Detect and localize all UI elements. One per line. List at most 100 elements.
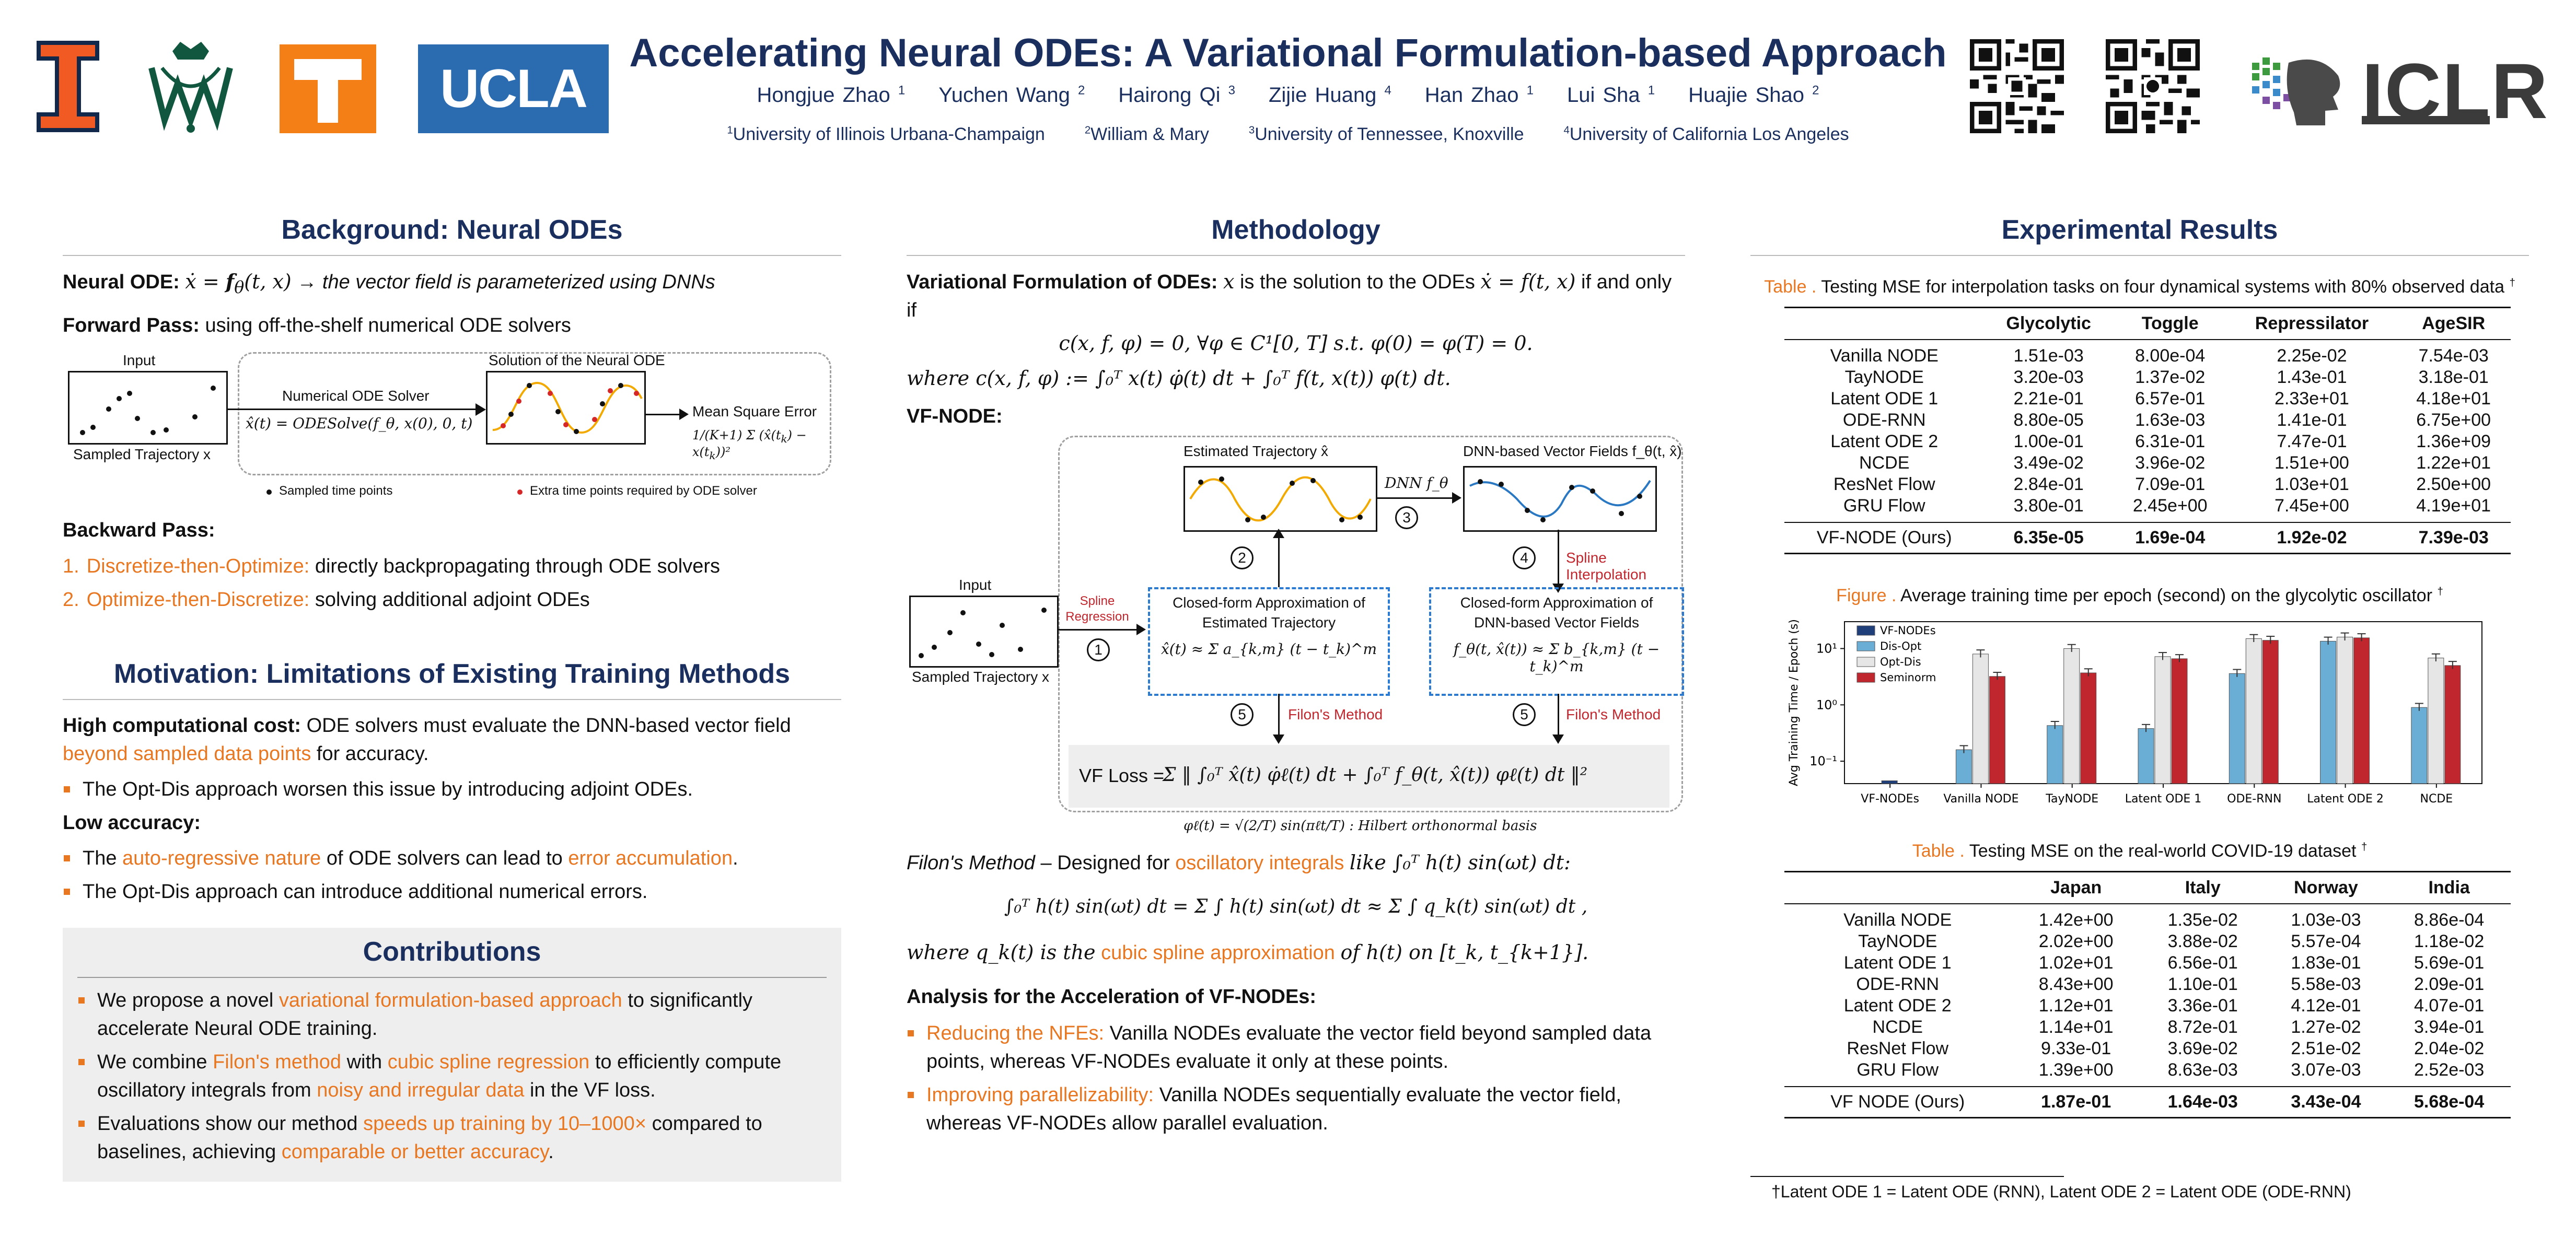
backward-item-2: 2.Optimize-then-Discretize: solving addi… bbox=[63, 588, 590, 611]
table1-caption: Table . Testing MSE for interpolation ta… bbox=[1764, 277, 2515, 297]
affiliation: 4University of California Los Angeles bbox=[1563, 124, 1849, 144]
table-row-label: Vanilla NODE bbox=[1830, 346, 1939, 366]
bar-dis-opt bbox=[2229, 673, 2245, 784]
table-cell: 3.18e-01 bbox=[2418, 367, 2489, 387]
bar-opt-dis bbox=[1972, 654, 1989, 784]
table-cell: 4.07e-01 bbox=[2414, 996, 2485, 1016]
high-cost-paragraph: High computational cost: ODE solvers mus… bbox=[63, 714, 791, 765]
vf-sampled-trajectory-label: Sampled Trajectory x bbox=[912, 669, 1049, 685]
author-name: Lui Sha 1 bbox=[1567, 84, 1655, 107]
bar-opt-dis bbox=[2428, 658, 2444, 784]
figure-caption: Figure . Average training time per epoch… bbox=[1836, 586, 2443, 605]
bar-seminorm bbox=[2444, 665, 2461, 784]
arrow-down-5a bbox=[1278, 694, 1280, 736]
affiliation: 2William & Mary bbox=[1084, 124, 1209, 144]
author-name: Han Zhao 1 bbox=[1424, 84, 1534, 107]
table-row-label: ODE-RNN bbox=[1842, 410, 1926, 430]
table-cell: 3.36e-01 bbox=[2167, 996, 2238, 1016]
table-cell: 4.12e-01 bbox=[2291, 996, 2361, 1016]
affiliation-list: 1University of Illinois Urbana-Champaign… bbox=[0, 124, 2576, 145]
arrow-head-mse bbox=[679, 408, 689, 420]
analysis-item-2: Improving parallelizability: Vanilla NOD… bbox=[907, 1081, 1685, 1137]
illinois-logo bbox=[37, 41, 99, 132]
arrow-spline-regression bbox=[1057, 629, 1138, 631]
table-cell: 1.37e-02 bbox=[2135, 367, 2206, 387]
spline-regression-label: Spline Regression bbox=[1065, 594, 1129, 624]
table-row-label: Latent ODE 2 bbox=[1843, 996, 1952, 1016]
table-cell: 2.04e-02 bbox=[2414, 1039, 2485, 1058]
table-cell: 7.09e-01 bbox=[2135, 474, 2206, 494]
table-cell: 2.33e+01 bbox=[2275, 389, 2349, 409]
mse-equation: 1/(K+1) Σ (x̂(tk) − x(tk))² bbox=[692, 427, 807, 462]
tennessee-logo bbox=[280, 44, 376, 133]
vf-node-label: VF-NODE: bbox=[907, 405, 1003, 427]
arrow-spline-regression-head bbox=[1136, 624, 1146, 635]
contributions-title: Contributions bbox=[363, 936, 541, 967]
table-cell: 6.57e-01 bbox=[2135, 389, 2206, 409]
table-cell: 2.50e+00 bbox=[2416, 474, 2491, 494]
arrow-up-2-head bbox=[1273, 529, 1284, 538]
table-cell: 2.52e-03 bbox=[2414, 1060, 2485, 1080]
dnn-vector-field-label: DNN-based Vector Fields f_θ(t, x̂) bbox=[1463, 443, 1682, 459]
y-tick-label: 10¹ bbox=[1816, 641, 1837, 656]
table-cell: 3.07e-03 bbox=[2291, 1060, 2361, 1080]
motivation-rule bbox=[63, 698, 841, 700]
background-rule bbox=[63, 255, 841, 256]
forward-pass-desc: using off-the-shelf numerical ODE solver… bbox=[205, 314, 571, 336]
table-cell: 1.51e+00 bbox=[2275, 453, 2349, 473]
spline-interpolation-label: Spline Interpolation bbox=[1566, 550, 1647, 582]
filon-label-b: Filon's Method bbox=[1566, 706, 1661, 722]
bar-opt-dis bbox=[2337, 636, 2353, 784]
table-cell: 2.25e-02 bbox=[2277, 346, 2347, 366]
table-cell: 1.00e-01 bbox=[2013, 432, 2084, 451]
methodology-title: Methodology bbox=[1211, 215, 1380, 245]
table-cell: 5.57e-04 bbox=[2291, 931, 2361, 951]
ucla-logo: UCLA bbox=[418, 44, 609, 133]
table-cell: 3.80e-01 bbox=[2013, 496, 2084, 516]
table-cell: 1.69e-04 bbox=[2113, 522, 2227, 554]
table-cell: 1.51e-03 bbox=[2013, 346, 2084, 366]
legend-label: VF-NODEs bbox=[1880, 624, 1936, 637]
footnote: †Latent ODE 1 = Latent ODE (RNN), Latent… bbox=[1771, 1182, 2351, 1201]
contribution-1: We propose a novel variational formulati… bbox=[77, 986, 827, 1043]
table-cell: 6.56e-01 bbox=[2167, 953, 2238, 973]
dnn-vector-field-plot bbox=[1463, 466, 1657, 532]
table-cell: 8.00e-04 bbox=[2135, 346, 2206, 366]
table-cell: 6.31e-01 bbox=[2135, 432, 2206, 451]
arrow-to-mse bbox=[644, 413, 681, 415]
table-column-header: Repressilator bbox=[2227, 307, 2397, 340]
ode-solver-equation: x̂(t) = ODESolve(f_θ, x(0), 0, t) bbox=[246, 414, 473, 432]
forward-pass-line: Forward Pass: using off-the-shelf numeri… bbox=[63, 311, 841, 340]
y-tick-label: 10⁰ bbox=[1816, 697, 1837, 712]
backward-item-1: 1.Discretize-then-Optimize: directly bac… bbox=[63, 555, 721, 577]
table-row-label: TayNODE bbox=[1858, 931, 1937, 951]
table2-caption: Table . Testing MSE on the real-world CO… bbox=[1912, 841, 2368, 861]
bar-seminorm bbox=[2262, 640, 2279, 784]
author-name: Hongjue Zhao 1 bbox=[757, 84, 906, 107]
table-cell: 2.09e-01 bbox=[2414, 974, 2485, 994]
filon-paragraph: Filon's Method – Designed for oscillator… bbox=[907, 851, 1571, 874]
table-row-label: ResNet Flow bbox=[1833, 474, 1935, 494]
neural-ode-line: Neural ODE: ẋ = fθ(t, x) → the vector fi… bbox=[63, 270, 715, 297]
qr-code-github bbox=[2106, 39, 2200, 133]
table-cell: 8.63e-03 bbox=[2167, 1060, 2238, 1080]
legend-swatch bbox=[1856, 672, 1875, 683]
sampled-trajectory-label: Sampled Trajectory x bbox=[73, 446, 211, 462]
table-row-label: VF NODE (Ours) bbox=[1784, 1086, 2011, 1118]
bar-dis-opt bbox=[2047, 725, 2063, 784]
vf-input-label: Input bbox=[959, 577, 992, 593]
step-1-badge: 1 bbox=[1087, 638, 1110, 661]
iclr-logo-underline bbox=[2362, 116, 2490, 124]
